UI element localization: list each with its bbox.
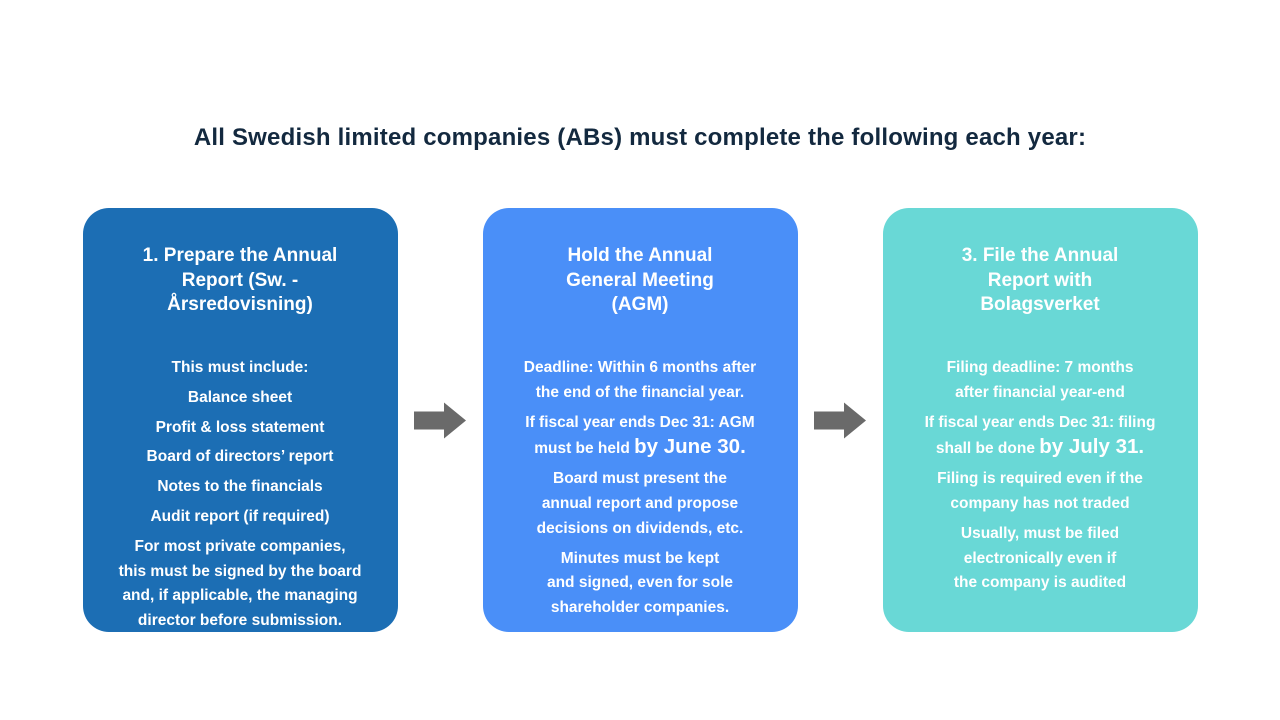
card-body-line: Profit & loss statement [155,418,325,436]
card-heading: 1. Prepare the Annual Report (Sw. - Årsr… [142,245,338,316]
card-prepare-annual-report: 1. Prepare the Annual Report (Sw. - Årsr… [82,208,398,634]
deadline-emphasis: by July 31. [1039,435,1145,459]
card-body-line: Minutes must be kept and signed, even fo… [546,549,734,617]
block-arrow-right-icon [414,402,466,438]
card-body-line: Audit report (if required) [150,508,330,526]
card-heading: Hold the Annual General Meeting (AGM) [566,245,714,316]
page-title: All Swedish limited companies (ABs) must… [193,124,1087,151]
card-body-line: Filing is required even if the company h… [937,470,1143,513]
arrow-cell [398,208,483,632]
card-body-line: If fiscal year ends Dec 31: filing shall… [924,413,1156,459]
card-body-line: Filing deadline: 7 months after financia… [946,359,1134,401]
deadline-emphasis: by June 30. [634,435,746,459]
card-body-line: Deadline: Within 6 months after the end … [523,359,757,401]
card-body: Deadline: Within 6 months after the end … [513,356,768,621]
card-body-line: Usually, must be filed electronically ev… [953,524,1127,592]
card-heading: 3. File the Annual Report with Bolagsver… [961,245,1119,316]
arrow-cell [798,208,883,632]
card-body-line: For most private companies, this must be… [118,537,362,630]
card-body-line: This must include: [171,359,309,377]
card-body-line: Balance sheet [187,388,293,406]
block-arrow-right-icon [814,402,866,438]
card-body: This must include: Balance sheet Profit … [113,356,368,634]
card-body: Filing deadline: 7 months after financia… [913,356,1168,596]
card-body-line: If fiscal year ends Dec 31: AGM must be … [525,413,755,459]
card-hold-agm: Hold the Annual General Meeting (AGM) De… [482,208,798,632]
card-file-annual-report: 3. File the Annual Report with Bolagsver… [882,208,1198,632]
card-body-line: Board of directors’ report [146,448,334,466]
steps-row: 1. Prepare the Annual Report (Sw. - Årsr… [0,208,1280,632]
card-body-line: Board must present the annual report and… [536,470,744,537]
card-body-line: Notes to the financials [157,478,323,496]
